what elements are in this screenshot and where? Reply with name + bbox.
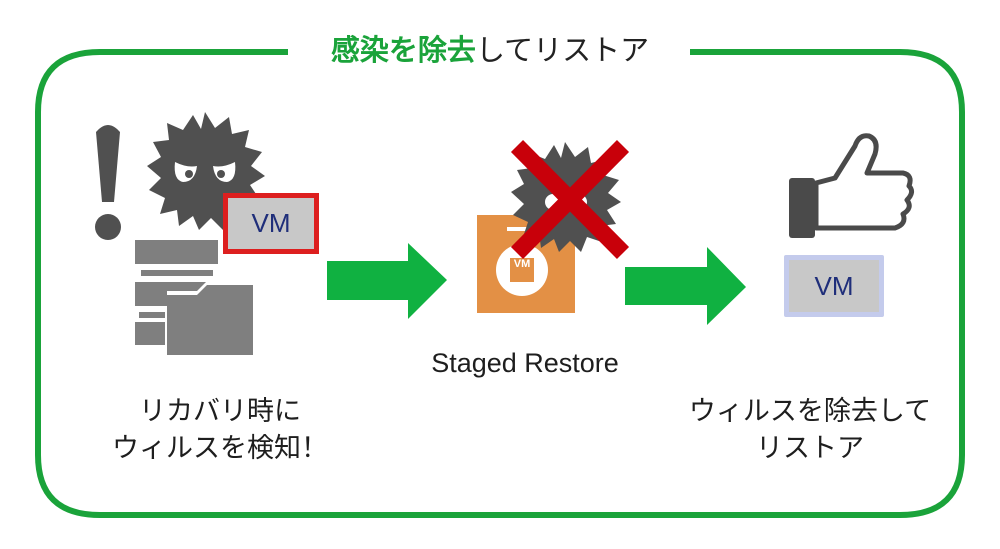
- arrow-right-icon: [625, 247, 746, 325]
- arrow-right-icon: [327, 243, 447, 319]
- vm-icon-alert: VM: [223, 193, 319, 254]
- vm-label: VM: [251, 208, 291, 238]
- step-staged-restore: VM Staged Restore: [0, 0, 630, 378]
- caption-restored: ウィルスを除去して リストア: [660, 393, 960, 467]
- step-restored: VM ウィルスを除去して リストア: [0, 0, 931, 464]
- frame-border: [35, 49, 965, 518]
- vm-icon-ok: VM: [784, 255, 884, 317]
- restore-vm-label: VM: [513, 258, 531, 270]
- caption-detect: リカバリ時に ウィルスを検知！: [70, 393, 370, 467]
- diagram-title: 感染を除去してリストア: [300, 28, 680, 72]
- title-highlight: 感染を除去: [330, 33, 476, 67]
- caption-line: ウィルスを除去して: [688, 396, 932, 427]
- title-rest: してリストア: [475, 33, 650, 67]
- caption-line: ウィルスを検知！: [112, 433, 328, 464]
- caption-staged-restore: Staged Restore: [431, 348, 619, 378]
- restore-vm-icon: [477, 215, 575, 313]
- cross-icon: [510, 140, 630, 259]
- thumbs-up-icon: [789, 133, 915, 238]
- server-icon: [135, 240, 253, 355]
- vm-label: VM: [814, 271, 854, 301]
- caption-line: リカバリ時に: [139, 396, 301, 427]
- caption-line: リストア: [756, 433, 864, 464]
- step-detect: VM リカバリ時に ウィルスを検知！: [0, 0, 328, 464]
- exclamation-icon: [95, 125, 121, 240]
